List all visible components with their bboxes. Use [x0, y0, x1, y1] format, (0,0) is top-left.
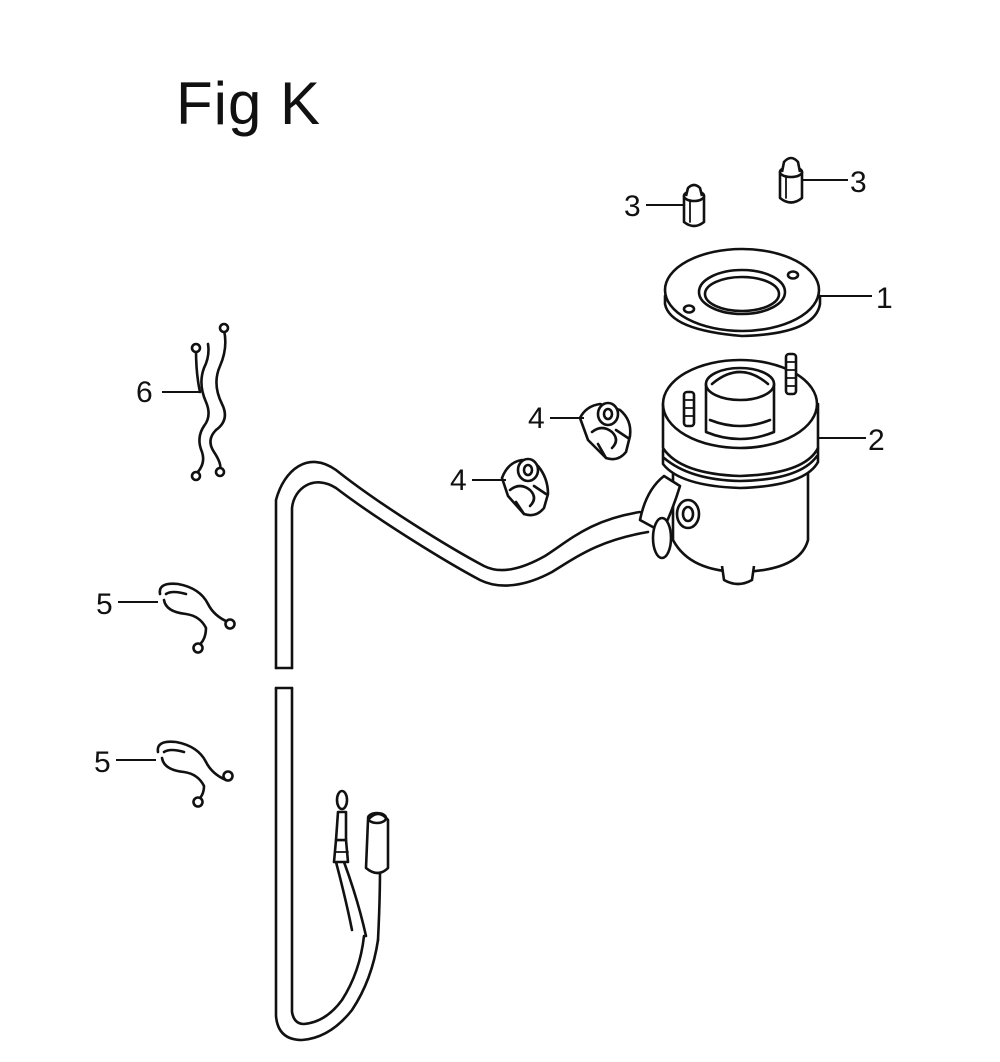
callout-3-right: 3: [850, 166, 867, 199]
part-3-left-cap: [682, 183, 706, 228]
callout-4-lower: 4: [450, 464, 467, 497]
callout-3-left: 3: [624, 190, 641, 223]
callout-5-upper: 5: [96, 588, 113, 621]
callout-5-lower: 5: [94, 746, 111, 779]
callout-4-upper: 4: [528, 402, 545, 435]
part-1-ring-plate: [663, 247, 822, 338]
part-3-right-cap: [778, 156, 804, 204]
part-2-motor-housing: [638, 352, 820, 586]
callout-2: 2: [868, 424, 885, 457]
figure-title: Fig K: [176, 70, 322, 137]
callout-1: 1: [876, 282, 893, 315]
part-4-upper-clip: [578, 401, 632, 461]
wire-harness: [274, 460, 650, 1042]
part-4-lower-clip: [500, 457, 550, 517]
part-5-lower-cable-tie: [156, 740, 234, 808]
part-5-upper-cable-tie: [158, 582, 236, 654]
callout-6: 6: [136, 376, 153, 409]
part-6-wire-clip: [190, 322, 230, 482]
